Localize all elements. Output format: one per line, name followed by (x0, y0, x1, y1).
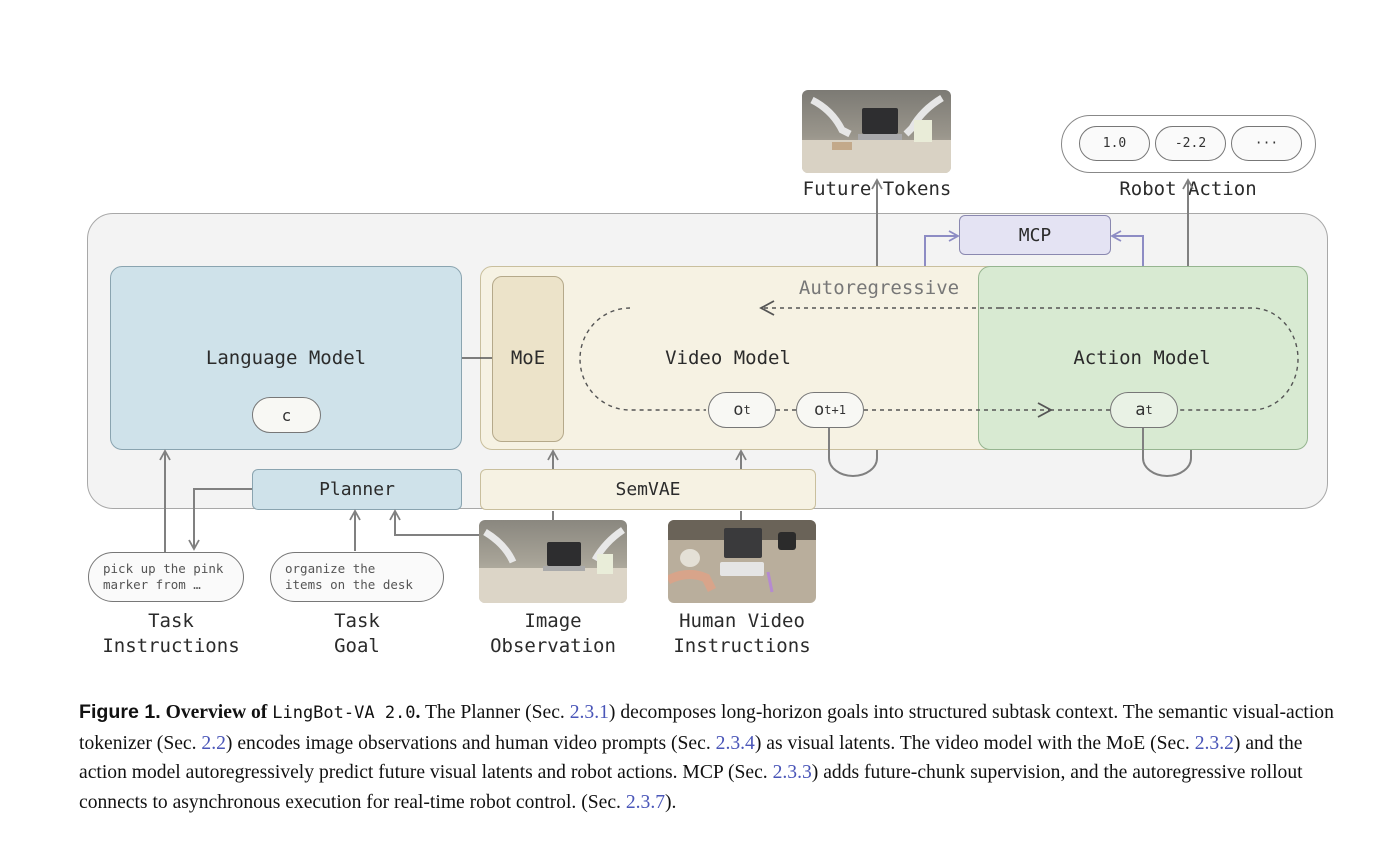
figure-caption: Figure 1. Overview of LingBot-VA 2.0. Th… (79, 698, 1341, 817)
semvae-label: SemVAE (615, 479, 681, 500)
input-label-3-line2: Observation (490, 635, 616, 657)
context-token-c: c (252, 397, 321, 433)
video-model-label: Video Model (665, 347, 791, 369)
input-label-human-video: Human Video Instructions (656, 609, 828, 659)
robot-arms-desk-photo-icon (802, 90, 951, 173)
at-self-loop (1142, 428, 1192, 477)
caption-text-3: ) encodes image observations and human v… (225, 732, 716, 754)
caption-bold-prefix: Overview of (165, 702, 268, 723)
input-label-image-observation: Image Observation (470, 609, 636, 659)
planner-label: Planner (319, 479, 395, 500)
mcp-box (959, 215, 1111, 255)
semvae-box (480, 469, 816, 510)
autoregressive-loop-left (579, 307, 706, 411)
input-label-3-line1: Image (524, 610, 582, 632)
input-label-1-line1: Task (148, 610, 194, 632)
task-goal-line1: organize the (285, 561, 376, 576)
caption-text-2: ) decomposes long-horizon goals into str… (79, 702, 1334, 754)
human-hands-desk-video-icon (668, 520, 816, 603)
autoregressive-label: Autoregressive (798, 277, 960, 299)
robot-action-value-ellipsis: ··· (1231, 126, 1302, 161)
caption-text-4: ) as visual latents. The video model wit… (754, 732, 1195, 754)
robot-action-value-2: -2.2 (1155, 126, 1226, 161)
autoregressive-loop-right (1000, 307, 1299, 411)
moe-label: MoE (510, 347, 546, 369)
mcp-left-arrow (924, 230, 960, 266)
planner-to-task-instructions-arrow (188, 488, 252, 551)
task-instruction-line1: pick up the pink (103, 561, 224, 576)
mcp-right-arrow (1110, 230, 1144, 266)
ref-2-3-3[interactable]: 2.3.3 (772, 762, 812, 783)
at-sub: t (1145, 403, 1153, 417)
mcp-label: MCP (1018, 225, 1052, 246)
ot1-base: o (814, 400, 825, 420)
caption-text-1: The Planner (Sec. (420, 702, 570, 723)
future-tokens-image (802, 90, 951, 173)
ref-2-2[interactable]: 2.2 (201, 732, 226, 754)
input-label-4-line2: Instructions (673, 635, 811, 657)
input-label-1-line2: Instructions (102, 635, 240, 657)
image-observation-photo (479, 520, 627, 603)
ref-2-3-4[interactable]: 2.3.4 (715, 732, 755, 754)
ref-2-3-2[interactable]: 2.3.2 (1194, 732, 1234, 754)
moe-box (492, 276, 564, 442)
language-model-label: Language Model (205, 347, 367, 369)
caption-model-name: LingBot-VA 2.0 (272, 703, 416, 723)
figure-label: Figure 1. (79, 701, 161, 723)
robot-action-value-1: 1.0 (1079, 126, 1150, 161)
caption-text-5: ) and the action model autoregressively … (79, 732, 1303, 784)
input-label-2-line1: Task (334, 610, 380, 632)
ot-base: o (733, 400, 744, 420)
ot1-sub: t+1 (824, 403, 846, 417)
robot-desk-observation-icon (479, 520, 627, 603)
ref-2-3-1[interactable]: 2.3.1 (569, 702, 609, 723)
task-goal-line2: items on the desk (285, 577, 413, 592)
caption-bold-suffix: . (415, 702, 421, 723)
caption-text-7: ). (665, 791, 677, 813)
input-label-task-goal: Task Goal (292, 609, 422, 659)
ot-sub: t (743, 403, 751, 417)
input-label-4-line1: Human Video (679, 610, 805, 632)
ot1-self-loop (828, 428, 878, 477)
ref-2-3-7[interactable]: 2.3.7 (625, 791, 666, 813)
action-model-label: Action Model (1073, 347, 1211, 369)
caption-text-6: ) adds future-chunk supervision, and the… (79, 762, 1303, 813)
input-label-task-instructions: Task Instructions (86, 609, 256, 659)
at-base: a (1135, 400, 1146, 420)
task-instruction-line2: marker from … (103, 577, 201, 592)
human-video-photo (668, 520, 816, 603)
input-label-2-line2: Goal (334, 635, 380, 657)
